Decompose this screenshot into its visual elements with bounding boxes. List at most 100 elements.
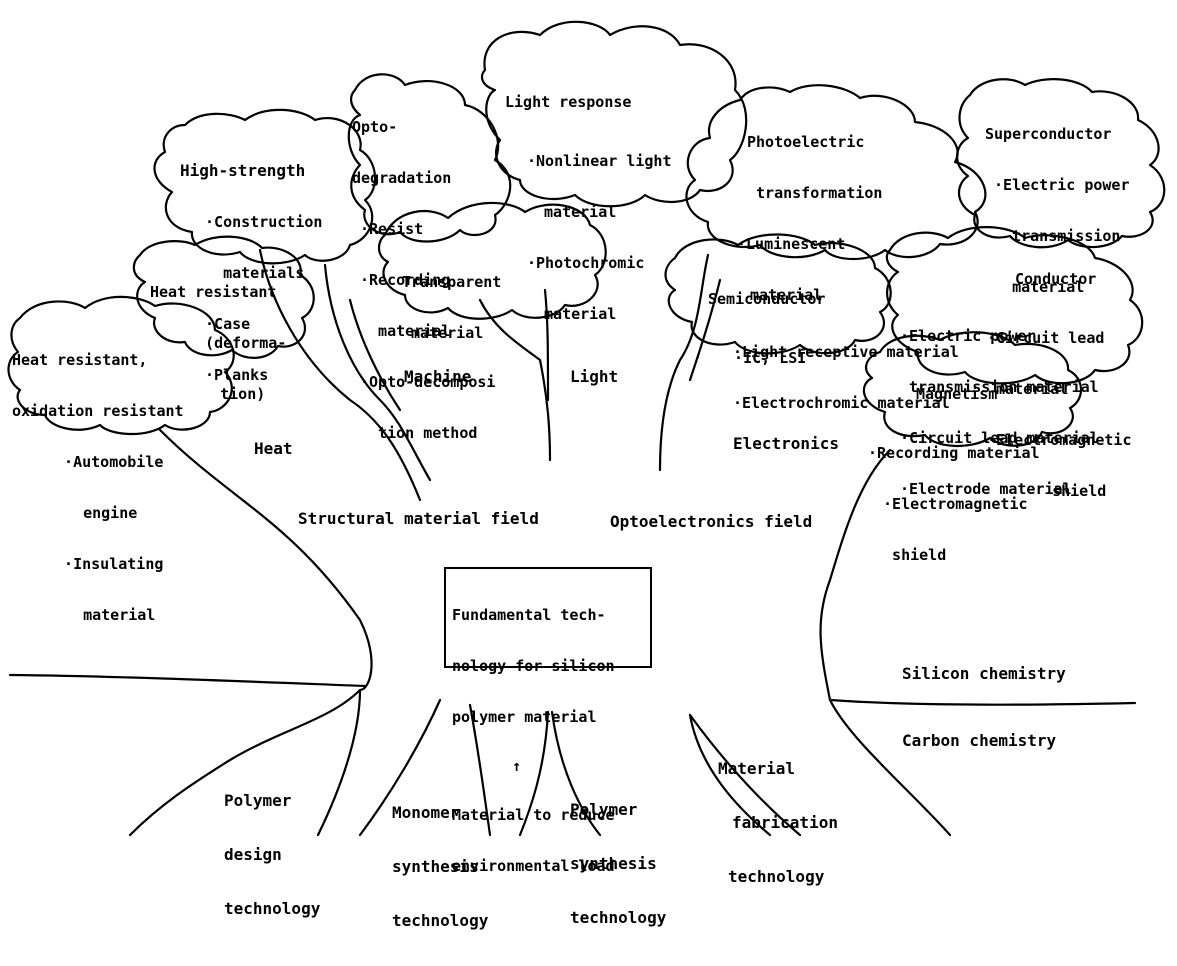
cloud-text-line: ·Electromagnetic [987,431,1132,449]
root-text-line: design [224,845,282,864]
root-line-1 [316,688,362,837]
cloud-heat-deformation [132,235,315,359]
ground-line-right [828,698,1137,706]
field-label-structural: Structural material field [298,509,539,528]
root-text-line: Polymer [224,791,292,810]
root-label-monomer-synthesis: Monomer synthesis technology [392,768,488,966]
cloud-opto-degradation-text: Opto- degradation ·Resist ·Recording mat… [352,85,495,476]
cloud-text-line: ·Insulating [46,555,164,573]
cloud-text-line: ·Photochromic [527,254,645,272]
cloud-text-line: material [402,324,484,342]
cloud-transparent-text: Transparent material [402,240,501,376]
root-line-2 [358,698,442,837]
root-label-polymer-design: Polymer design technology [224,756,320,954]
cloud-magnetism-text: Magnetism ·Recording material ·Electroma… [868,352,1040,598]
cloud-text-line: ·Light receptive material [733,343,959,361]
root-text-line: Material [718,759,796,778]
cloud-conductor [885,226,1144,385]
root-label-material-fabrication: Material fabrication technology [718,724,838,922]
cloud-text-line: Opto- [352,118,398,136]
root-line-4 [518,710,550,837]
ground-label-carbon-chemistry: Carbon chemistry [902,731,1057,750]
branch-electronics-2 [688,278,722,382]
cloud-text-line: engine [56,504,138,522]
cloud-text-line: oxidation resistant [12,402,184,420]
branch-machine [323,263,432,482]
root-text-line: technology [570,908,667,927]
cloud-text-line: tion method [360,424,478,442]
branch-electronics [658,253,710,472]
cloud-text-line: ·Recording material [868,444,1040,462]
cloud-text-line: tion) [184,385,266,403]
cloud-heat-oxidation-text: Heat resistant, oxidation resistant ·Aut… [12,318,184,658]
cloud-high-strength [153,108,377,265]
root-text-line: technology [728,867,825,886]
core-text-line: nology for silicon [452,657,615,675]
cloud-text-line: (deforma- [178,334,287,352]
root-text-line: synthesis [570,854,657,873]
branch-label-machine: Machine [404,367,472,386]
cloud-semiconductor-text: Semiconductor ·IC, LSI [698,257,825,401]
cloud-text-line: ·Planks [196,366,269,384]
cloud-high-strength-text: High-strength ·Construction materials ·C… [180,128,322,418]
cloud-text-line: Semiconductor [708,290,826,308]
root-line-5 [550,710,602,837]
tree-outline-drawing [7,20,1166,837]
cloud-text-line: Heat resistant, [12,351,148,369]
cloud-text-line: Transparent [402,273,502,291]
core-text-line: Fundamental tech- [452,606,606,624]
cloud-text-line: materials [196,264,305,282]
cloud-text-line: shield [874,546,947,564]
branch-label-electronics: Electronics [733,434,839,453]
cloud-conductor-text: Conductor ·Electric power transmission m… [900,237,1099,532]
root-text-line: synthesis [392,857,479,876]
cloud-text-line: ·Nonlinear light [527,152,672,170]
cloud-text-line: material [741,286,823,304]
root-text-line: Monomer [392,803,460,822]
cloud-text-line: shield [1025,482,1107,500]
root-text-line: Polymer [570,800,638,819]
cloud-photoelectric-text: Photoelectric transformation ·Luminescen… [725,100,959,446]
cloud-semiconductor [664,233,892,355]
cloud-text-line: ·Resist [360,220,424,238]
cloud-text-line: material [535,203,617,221]
root-text-line: fabrication [732,813,838,832]
cloud-text-line: material [56,606,156,624]
cloud-text-line: degradation [352,169,452,187]
root-line-3 [468,703,492,837]
root-line-6 [688,713,772,837]
cloud-text-line: Superconductor [985,125,1112,143]
cloud-text-line: Heat resistant [150,283,277,301]
up-arrow-icon: ↑ [512,757,522,775]
cloud-text-line: ·Circuit lead [987,329,1105,347]
root-text-line: technology [392,911,489,930]
core-technology-box: Fundamental tech- nology for silicon pol… [444,567,652,875]
cloud-text-line: material [360,322,451,340]
cloud-text-line: ·Electrochromic material [733,394,950,412]
cloud-text-line: transmission material [900,378,1099,396]
cloud-text-line: ·Automobile [46,453,164,471]
root-text-line: technology [224,899,321,918]
ground-label-silicon-chemistry: Silicon chemistry [902,664,1066,683]
cloud-transparent [377,201,607,320]
cloud-text-line: ·Construction [196,213,323,231]
cloud-text-line: material [535,305,617,323]
cloud-light-response-text: Light response ·Nonlinear light material… [505,60,672,357]
cloud-text-line: Conductor [1015,270,1097,288]
cloud-text-line: Photoelectric [747,133,865,151]
cloud-text-line: Light response [505,93,632,111]
cloud-text-line: transformation [747,184,883,202]
cloud-text-line: ·Circuit lead material [900,429,1099,447]
root-line-7 [688,713,802,837]
cloud-text-line: Magnetism [916,385,998,403]
core-text-line: polymer material [452,708,597,726]
cloud-opto-degradation [347,73,512,243]
cloud-text-line: ·Electromagnetic [874,495,1028,513]
cloud-superconductor-text: Superconductor ·Electric power transmiss… [985,92,1132,534]
cloud-text-line: ·Case [196,315,251,333]
cloud-text-line: ·Electric power [985,176,1130,194]
cloud-text-line: transmission [985,227,1121,245]
silicon-tree-diagram: Light response ·Nonlinear light material… [7,20,1166,930]
cloud-heat-deformation-text: Heat resistant (deforma- tion) [150,250,286,437]
root-label-polymer-synthesis: Polymer synthesis technology [570,765,666,963]
